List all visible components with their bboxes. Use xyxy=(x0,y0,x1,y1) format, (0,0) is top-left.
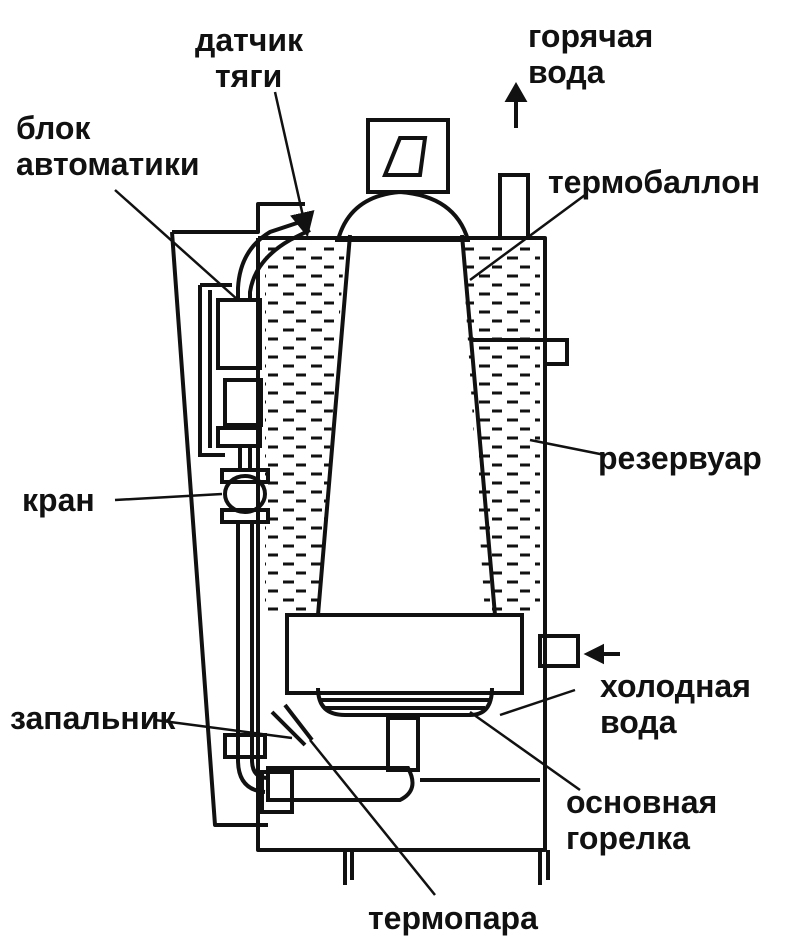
label-automation-block: блок автоматики xyxy=(16,110,200,182)
leader-automation xyxy=(114,189,239,301)
label-hot-water: горячая вода xyxy=(528,18,654,90)
leader-draft-sensor xyxy=(273,91,315,238)
combustion-chamber xyxy=(285,613,524,695)
leader-cold-water xyxy=(499,688,576,717)
cold-water-pipe xyxy=(538,634,580,668)
water-fill xyxy=(265,245,540,615)
automation-unit xyxy=(198,220,311,794)
legs xyxy=(343,850,550,885)
main-burner-shape xyxy=(316,687,494,717)
hot-water-pipe xyxy=(498,173,530,240)
label-valve: кран xyxy=(22,482,95,518)
label-cold-water: холодная вода xyxy=(600,668,751,740)
igniter-tube xyxy=(270,703,314,747)
flue-cone xyxy=(316,234,497,616)
label-igniter: запальник xyxy=(10,700,176,736)
gas-manifold xyxy=(266,766,415,802)
label-draft-sensor: датчик тяги xyxy=(195,22,304,94)
label-thermo-bulb: термобаллон xyxy=(548,164,761,200)
leader-thermocouple xyxy=(309,739,436,896)
chimney-cap xyxy=(366,118,450,194)
outer-casing xyxy=(170,202,305,827)
leader-thermo-bulb xyxy=(469,193,586,282)
label-tank: резервуар xyxy=(598,440,762,476)
label-thermocouple: термопара xyxy=(368,900,538,936)
leader-igniter xyxy=(154,718,293,740)
leader-valve xyxy=(114,492,223,502)
label-main-burner: основная горелка xyxy=(566,784,718,856)
leader-main-burner xyxy=(469,710,581,792)
leader-tank xyxy=(529,438,606,457)
